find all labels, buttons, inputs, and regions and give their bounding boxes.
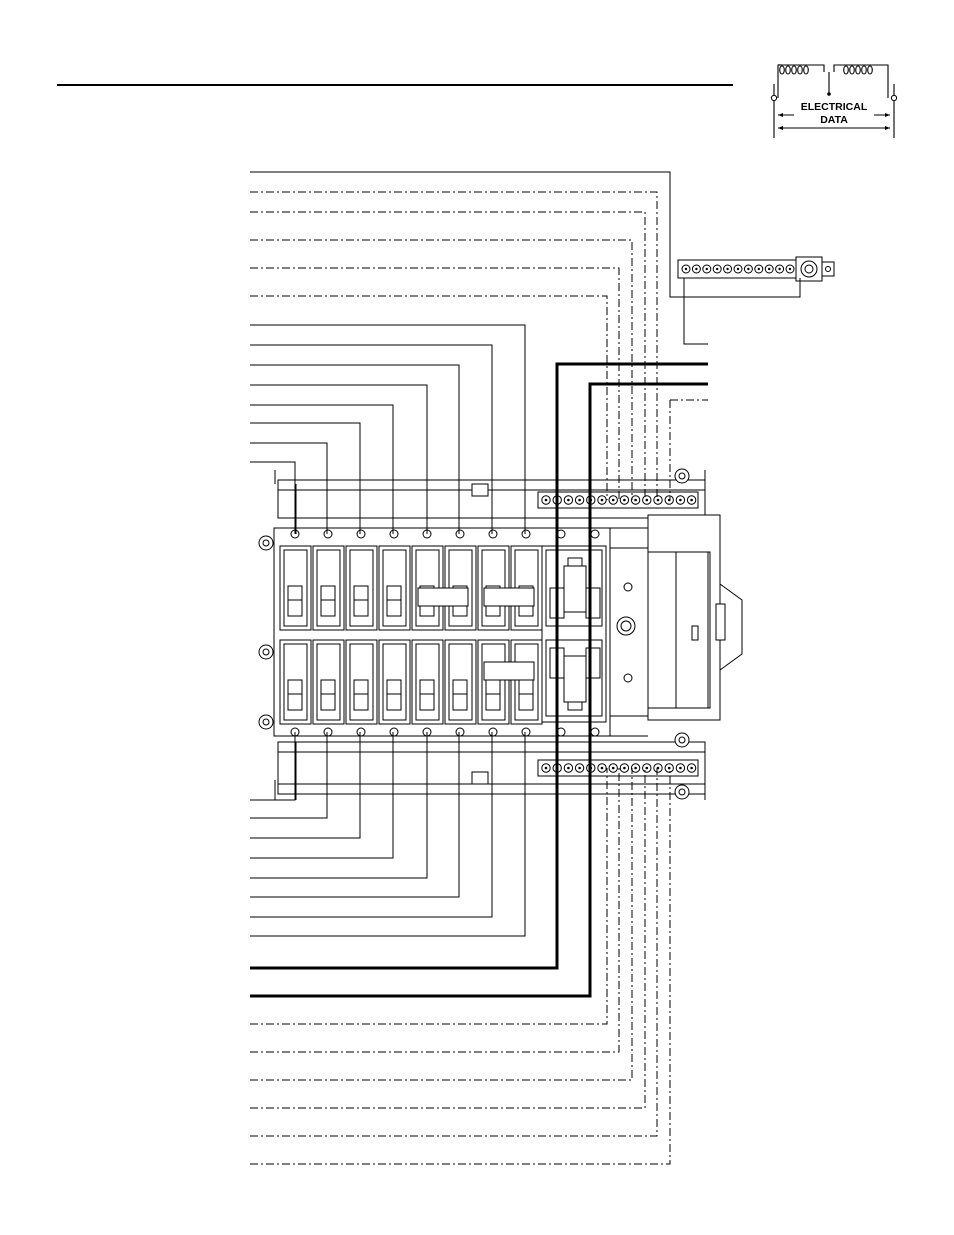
terminal-screw: [456, 530, 464, 538]
bar-screw-center: [612, 499, 615, 502]
breaker-handle: [321, 680, 335, 710]
neutral-wire: [250, 768, 632, 1080]
breaker-handle: [519, 680, 533, 710]
bar-screw-center: [578, 499, 581, 502]
bar-screw-center: [758, 268, 760, 270]
bar-screw-center: [545, 767, 548, 770]
breaker-handle: [288, 680, 302, 710]
terminal-screw: [357, 530, 365, 538]
breaker-handle: [453, 680, 467, 710]
neutral-wire: [250, 192, 657, 500]
bar-screw-center: [646, 767, 649, 770]
ground-wire-out: [684, 278, 708, 344]
terminal-screw: [522, 530, 530, 538]
breaker-handle: [420, 680, 434, 710]
bar-screw-center: [567, 499, 570, 502]
bar-screw-center: [778, 268, 780, 270]
neutral-bar: [538, 760, 698, 776]
neutral-bar: [538, 492, 698, 508]
neutral-wire: [250, 768, 657, 1136]
bar-screw-center: [623, 499, 626, 502]
terminal-screw: [591, 728, 599, 736]
neutral-wire: [250, 768, 670, 1164]
bar-screw-center: [567, 767, 570, 770]
bar-screw-center: [601, 499, 604, 502]
terminal-screw: [390, 530, 398, 538]
bar-screw-center: [768, 268, 770, 270]
neutral-wire: [250, 768, 619, 1052]
bar-screw-center: [612, 767, 615, 770]
tie-bar: [418, 588, 468, 606]
neutral-wire: [250, 268, 619, 500]
bar-screw-center: [679, 499, 682, 502]
terminal-screw: [591, 530, 599, 538]
breaker-handle: [354, 680, 368, 710]
tie-bar: [484, 588, 534, 606]
terminal-screw: [489, 728, 497, 736]
panel-enclosure: [274, 470, 742, 800]
terminal-screw: [324, 530, 332, 538]
breaker-handle: [354, 586, 368, 616]
breaker-handle: [288, 586, 302, 616]
neutral-wire: [250, 212, 645, 500]
bar-screw-center: [747, 268, 749, 270]
bar-screw-center: [789, 268, 791, 270]
breaker-handle: [387, 680, 401, 710]
neutral-wire: [250, 768, 645, 1108]
tie-bar: [484, 662, 534, 680]
terminal-screw: [357, 728, 365, 736]
bar-screw-center: [634, 767, 637, 770]
bar-screw-center: [690, 767, 693, 770]
bar-screw-center: [726, 268, 728, 270]
bar-screw-center: [623, 767, 626, 770]
bar-screw-center: [716, 268, 718, 270]
breaker-handle: [486, 680, 500, 710]
breaker-handle: [321, 586, 335, 616]
bar-screw-center: [657, 499, 660, 502]
terminal-screw: [324, 728, 332, 736]
terminal-screw: [390, 728, 398, 736]
bar-screw-center: [706, 268, 708, 270]
terminal-screw: [489, 530, 497, 538]
bar-screw-center: [679, 767, 682, 770]
terminal-screw: [456, 728, 464, 736]
ground-bar: [678, 257, 834, 281]
bar-screw-center: [646, 499, 649, 502]
neutral-wire: [250, 296, 607, 500]
breaker-handle: [387, 586, 401, 616]
bar-screw-center: [601, 767, 604, 770]
neutral-wire: [250, 240, 632, 500]
bar-screw-center: [685, 268, 687, 270]
bar-screw-center: [634, 499, 637, 502]
bar-screw-center: [578, 767, 581, 770]
main-breaker: [542, 546, 606, 722]
ground-jumper: [684, 278, 800, 297]
bar-screw-center: [737, 268, 739, 270]
bar-screw-center: [690, 499, 693, 502]
bar-screw-center: [695, 268, 697, 270]
bar-screw-center: [545, 499, 548, 502]
terminal-screw: [522, 728, 530, 736]
bar-screw-center: [668, 767, 671, 770]
neutral-wire: [250, 768, 607, 1024]
